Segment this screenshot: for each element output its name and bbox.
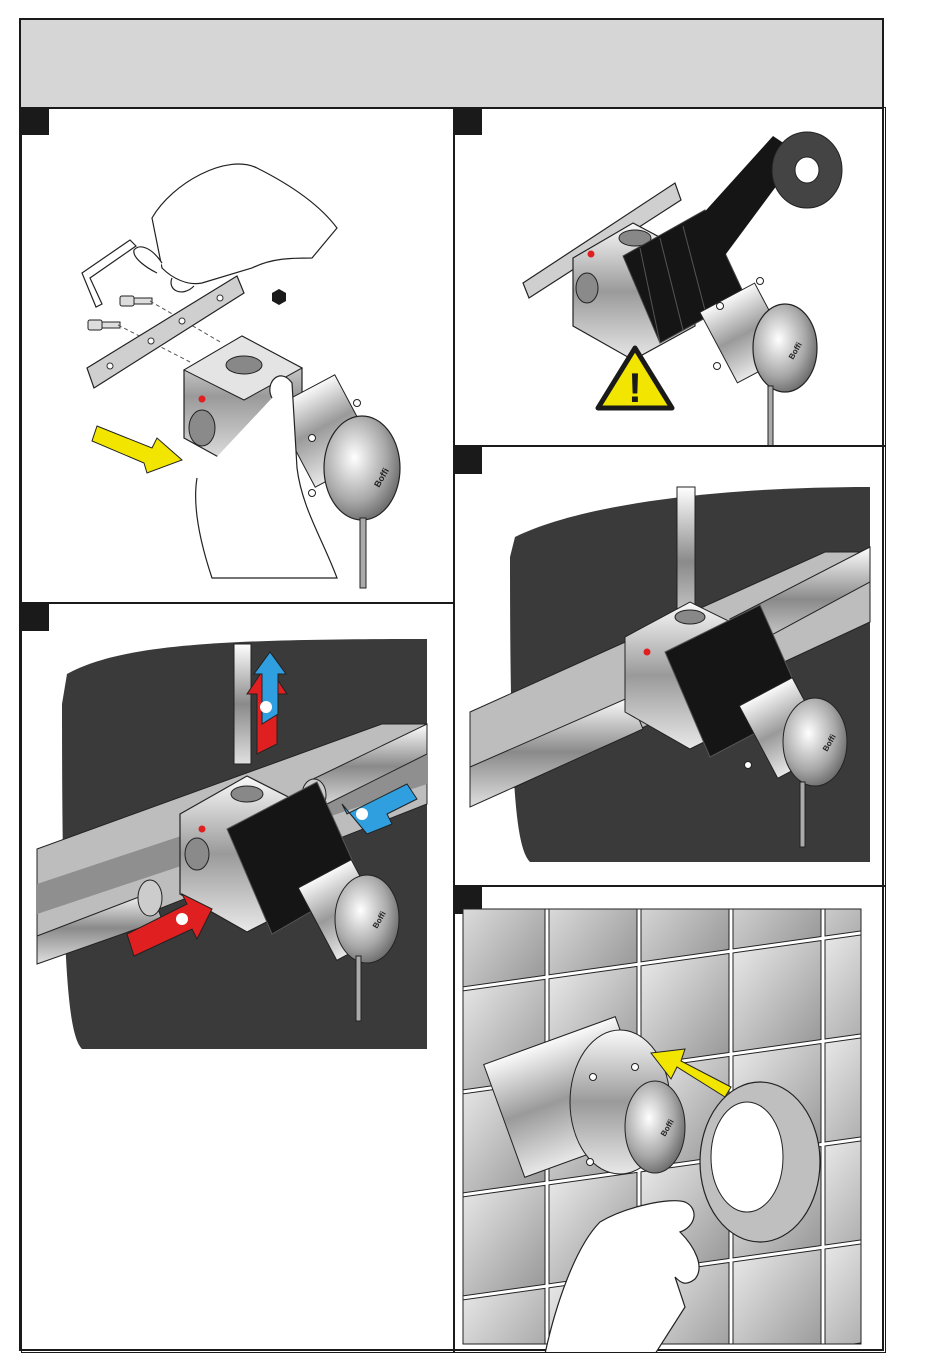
step-5-panel: Boffi	[454, 886, 886, 1353]
valve-cap	[335, 875, 399, 963]
hex-symbol-icon	[272, 289, 286, 305]
step-1-panel: Boffi	[21, 107, 454, 603]
lever-handle	[800, 782, 805, 847]
step-2-panel: Boffi !	[454, 107, 886, 446]
lever-handle	[768, 386, 773, 446]
lever-handle	[356, 956, 361, 1021]
valve-cap	[783, 698, 847, 786]
step-4-panel: Boffi	[454, 446, 886, 886]
warning-icon: !	[598, 348, 672, 411]
step-5-illustration: Boffi	[455, 887, 886, 1353]
svg-text:!: !	[628, 364, 642, 411]
direction-arrow-icon	[92, 426, 182, 473]
step-4-illustration: Boffi	[455, 447, 886, 886]
hand-icon	[134, 164, 337, 292]
valve-cap	[753, 304, 817, 392]
instruction-sheet: Boffi	[19, 18, 884, 1351]
step-3-panel: Boffi	[21, 603, 454, 1353]
lever-handle	[360, 518, 366, 588]
supply-pipe-vertical	[234, 644, 251, 764]
step-2-illustration: Boffi !	[455, 108, 886, 446]
valve-cap	[324, 416, 400, 520]
step-3-illustration: Boffi	[22, 604, 454, 1353]
step-1-illustration: Boffi	[22, 108, 454, 603]
valve-cap	[625, 1081, 685, 1173]
header-band	[21, 20, 882, 109]
cover-plate	[700, 1082, 820, 1242]
